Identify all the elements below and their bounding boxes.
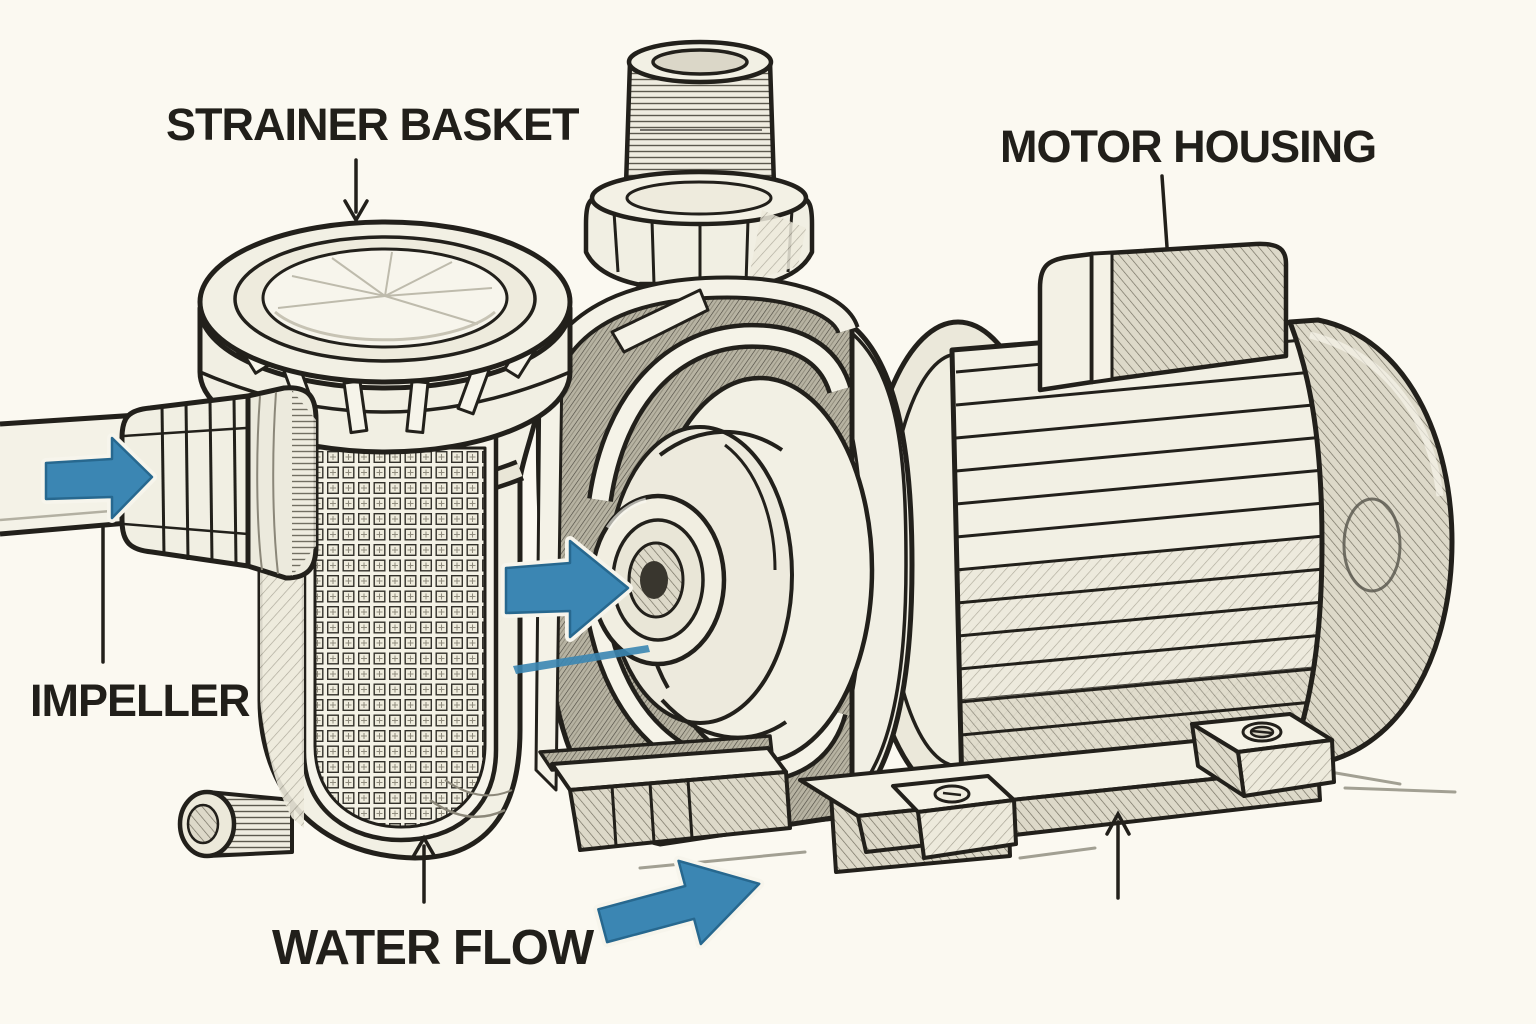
- strainer-lid: [197, 219, 573, 455]
- mounting-base: [538, 712, 1336, 874]
- motor-foot-right: [1190, 712, 1336, 798]
- impeller-label: IMPELLER: [30, 675, 251, 726]
- motor-foot-left: [891, 774, 1018, 860]
- motor: [859, 241, 1455, 801]
- motor-housing-pointer-line: [1160, 174, 1169, 249]
- impeller-drawing: [589, 375, 875, 765]
- label-pointers: [101, 158, 1169, 904]
- lid-window-streaks: [277, 251, 493, 325]
- water-flow-arrows: [41, 433, 765, 949]
- pump-foot: [538, 734, 792, 852]
- pump-volute-cutaway: [532, 275, 875, 847]
- strainer-basket-pointer-arrow: [343, 158, 369, 224]
- strainer-mesh-basket: [301, 433, 499, 843]
- impeller-flow-arrow: [501, 536, 650, 674]
- strainer-basket-label: STRAINER BASKET: [166, 99, 580, 150]
- bottom-flow-arrow: [593, 855, 765, 949]
- motor-terminal-box: [1037, 241, 1289, 393]
- water-flow-label: WATER FLOW: [272, 921, 594, 975]
- drain-plug: [177, 789, 294, 859]
- ground-shadows: [638, 770, 1457, 870]
- base-pointer-arrow: [1105, 810, 1131, 900]
- water-flow-pointer-arrow: [411, 834, 437, 904]
- inlet-flow-arrow: [41, 433, 157, 523]
- motor-housing-label: MOTOR HOUSING: [1000, 121, 1377, 172]
